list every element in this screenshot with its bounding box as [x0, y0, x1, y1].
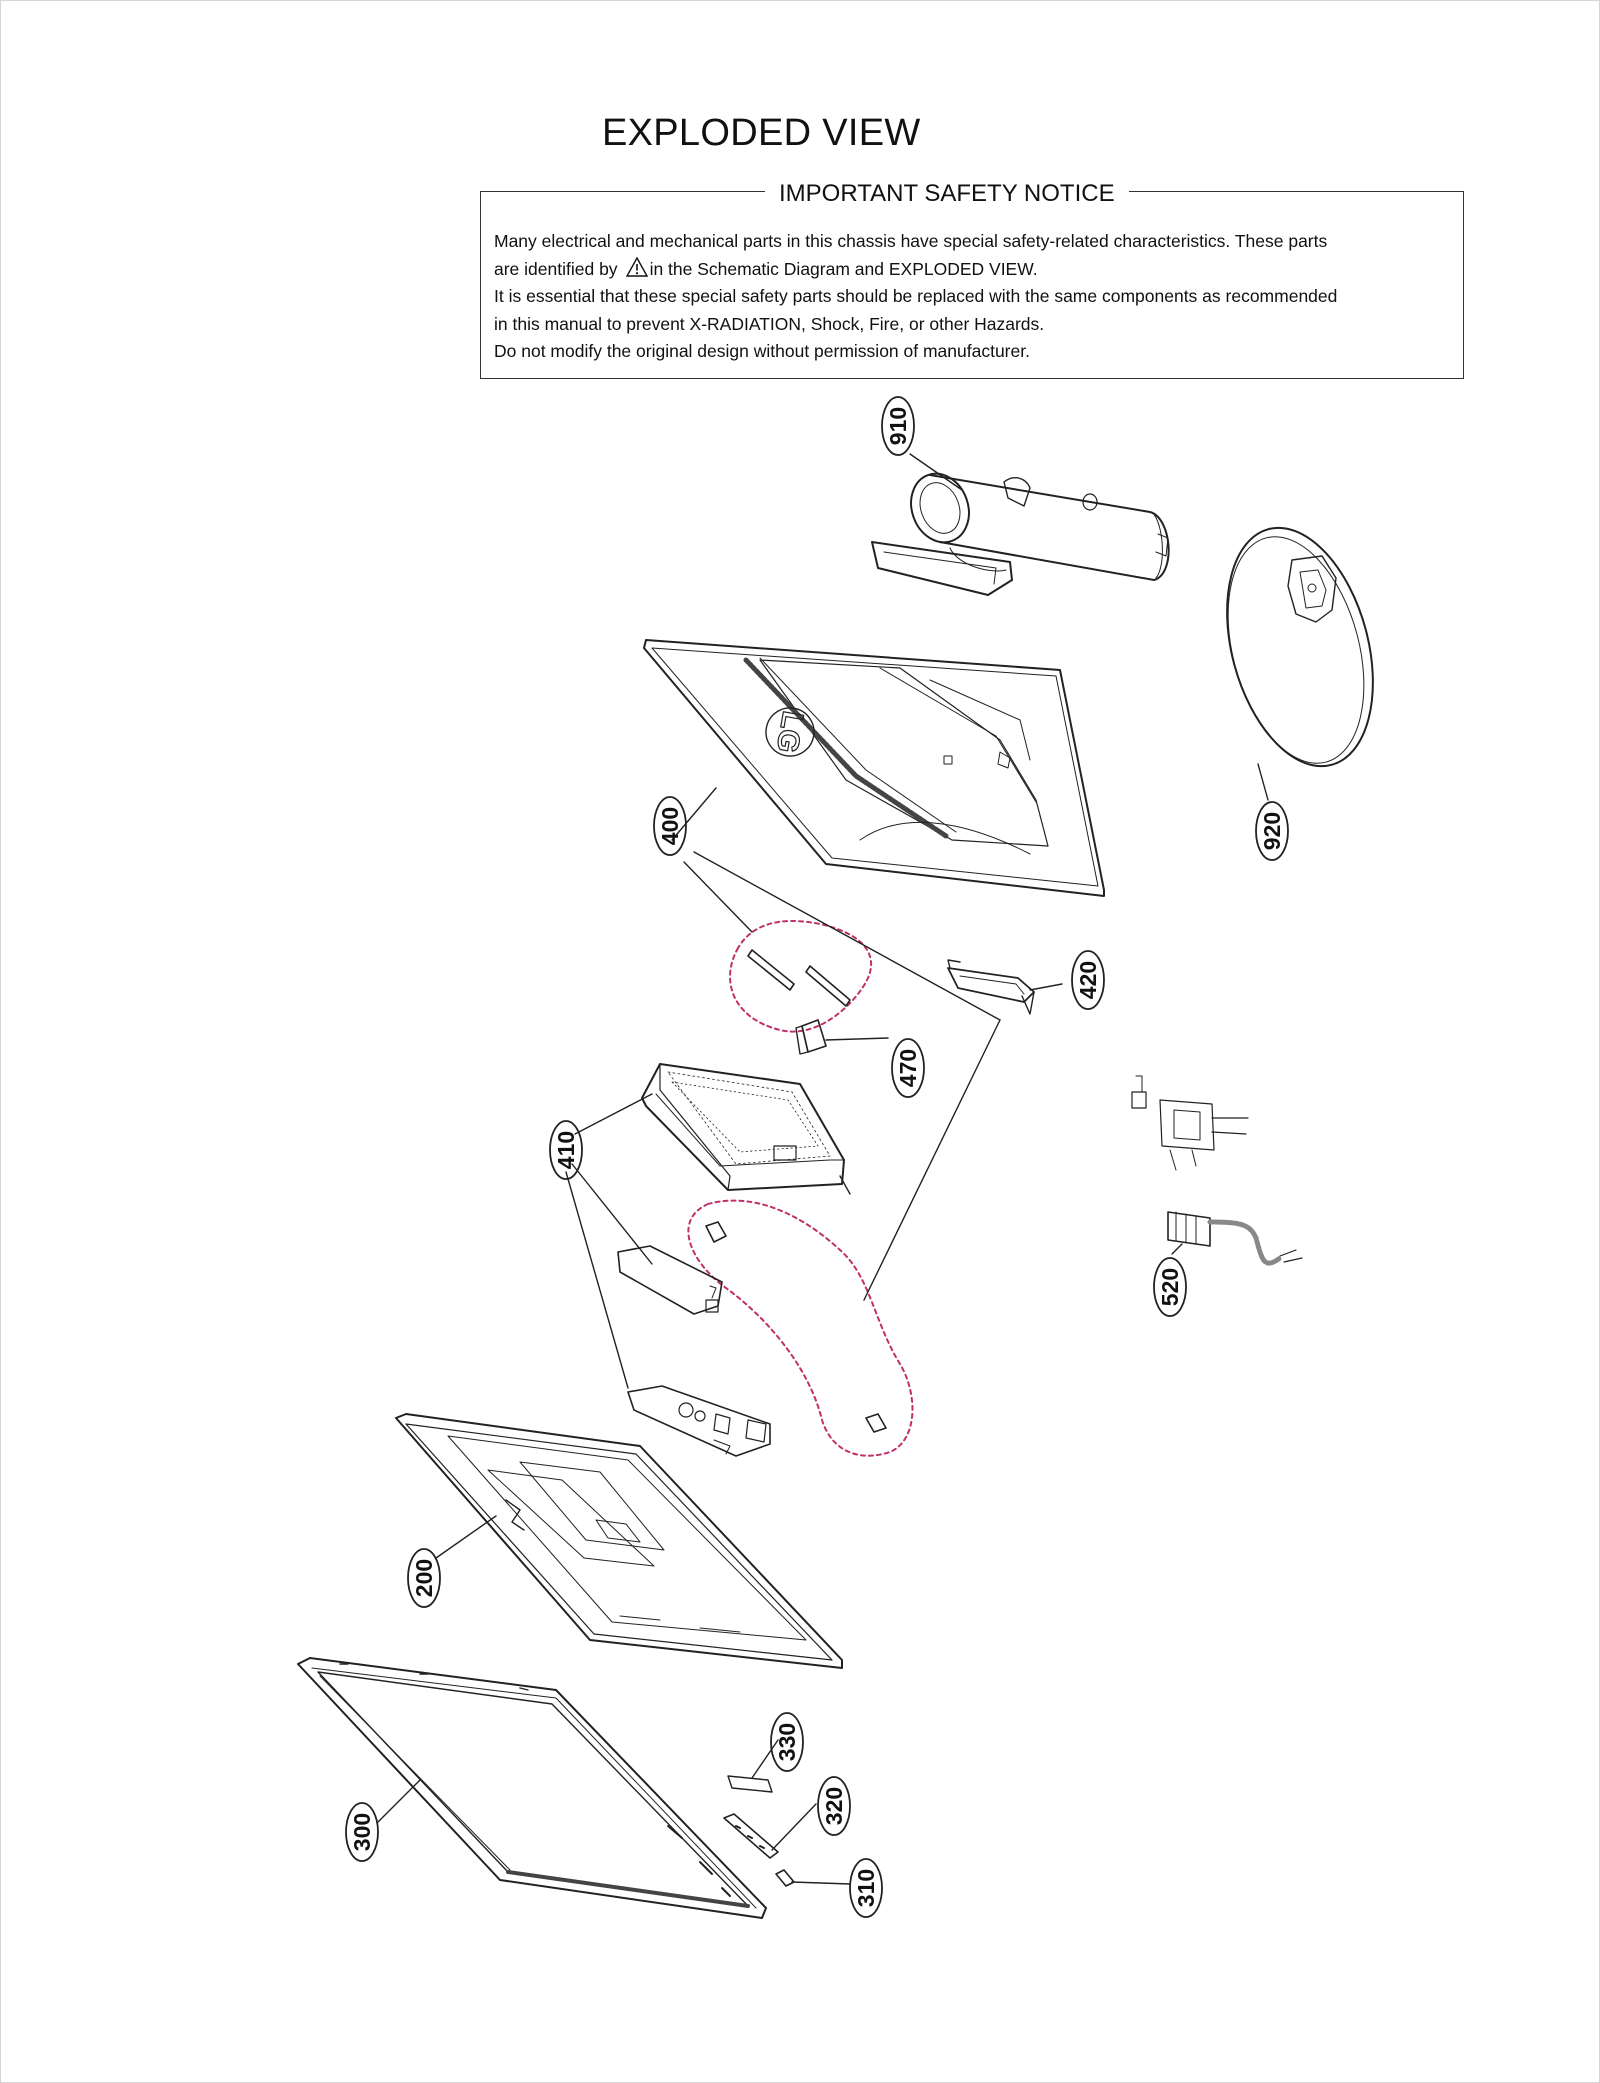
callout-200: 200 [407, 1548, 441, 1608]
power-board-part [627, 1385, 771, 1457]
callout-300: 300 [345, 1802, 379, 1862]
page-title: EXPLODED VIEW [602, 112, 921, 154]
stand-neck-part [871, 472, 1170, 596]
callout-910: 910 [881, 396, 915, 456]
callout-400-label: 400 [657, 807, 683, 845]
notice-line-4: in this manual to prevent X-RADIATION, S… [494, 313, 1045, 334]
notice-line-2-end: in the Schematic Diagram and EXPLODED VI… [649, 258, 1038, 279]
main-board-part [617, 1245, 723, 1315]
safety-notice-text: Many electrical and mechanical parts in … [494, 228, 1454, 366]
power-cable-part [1167, 1211, 1303, 1266]
callout-320: 320 [817, 1776, 851, 1836]
small-cover-part [795, 1019, 827, 1055]
callout-300-label: 300 [349, 1813, 375, 1851]
safety-notice-title: IMPORTANT SAFETY NOTICE [765, 180, 1129, 208]
callout-920: 920 [1255, 801, 1289, 861]
callout-410-label: 410 [553, 1131, 579, 1169]
callout-420-label: 420 [1075, 961, 1101, 999]
foot-pair-group [687, 1199, 914, 1457]
callout-310: 310 [849, 1858, 883, 1918]
notice-line-3: It is essential that these special safet… [494, 286, 1338, 306]
callout-520: 520 [1153, 1257, 1187, 1317]
lg-logo-text: LG [770, 709, 810, 756]
notice-line-1: Many electrical and mechanical parts in … [494, 231, 1328, 251]
bracket-pair-group [729, 920, 873, 1033]
callout-310-label: 310 [853, 1869, 879, 1907]
rear-cover-part [643, 639, 1105, 897]
shield-case-part [641, 1063, 851, 1195]
callout-470-label: 470 [895, 1049, 921, 1087]
callout-320-label: 320 [821, 1787, 847, 1825]
callout-410: 410 [549, 1120, 583, 1180]
bracket-part [947, 959, 1035, 1015]
callout-920-label: 920 [1259, 812, 1285, 850]
stand-base-part [1226, 526, 1374, 768]
callout-470: 470 [891, 1038, 925, 1098]
notice-line-5: Do not modify the original design withou… [494, 341, 1030, 361]
warning-triangle-icon [625, 256, 648, 277]
small-board-part [775, 1869, 795, 1887]
callout-910-label: 910 [885, 407, 911, 445]
connector-cluster-part [1131, 1075, 1249, 1171]
callout-330: 330 [770, 1712, 804, 1772]
callout-400: 400 [653, 796, 687, 856]
notice-line-2: are identified by in the Schematic Diagra… [494, 256, 1454, 284]
callout-330-label: 330 [774, 1723, 800, 1761]
rear-cover-logo: LG [765, 707, 815, 757]
front-bezel-part [297, 1657, 767, 1919]
leader-lines [377, 453, 1269, 1885]
callout-520-label: 520 [1157, 1268, 1183, 1306]
button-board-part [723, 1813, 779, 1859]
notice-line-2-start: are identified by [494, 258, 618, 279]
small-plate-part [727, 1775, 773, 1793]
callout-200-label: 200 [411, 1559, 437, 1597]
callout-420: 420 [1071, 950, 1105, 1010]
chassis-frame-part [395, 1413, 843, 1669]
